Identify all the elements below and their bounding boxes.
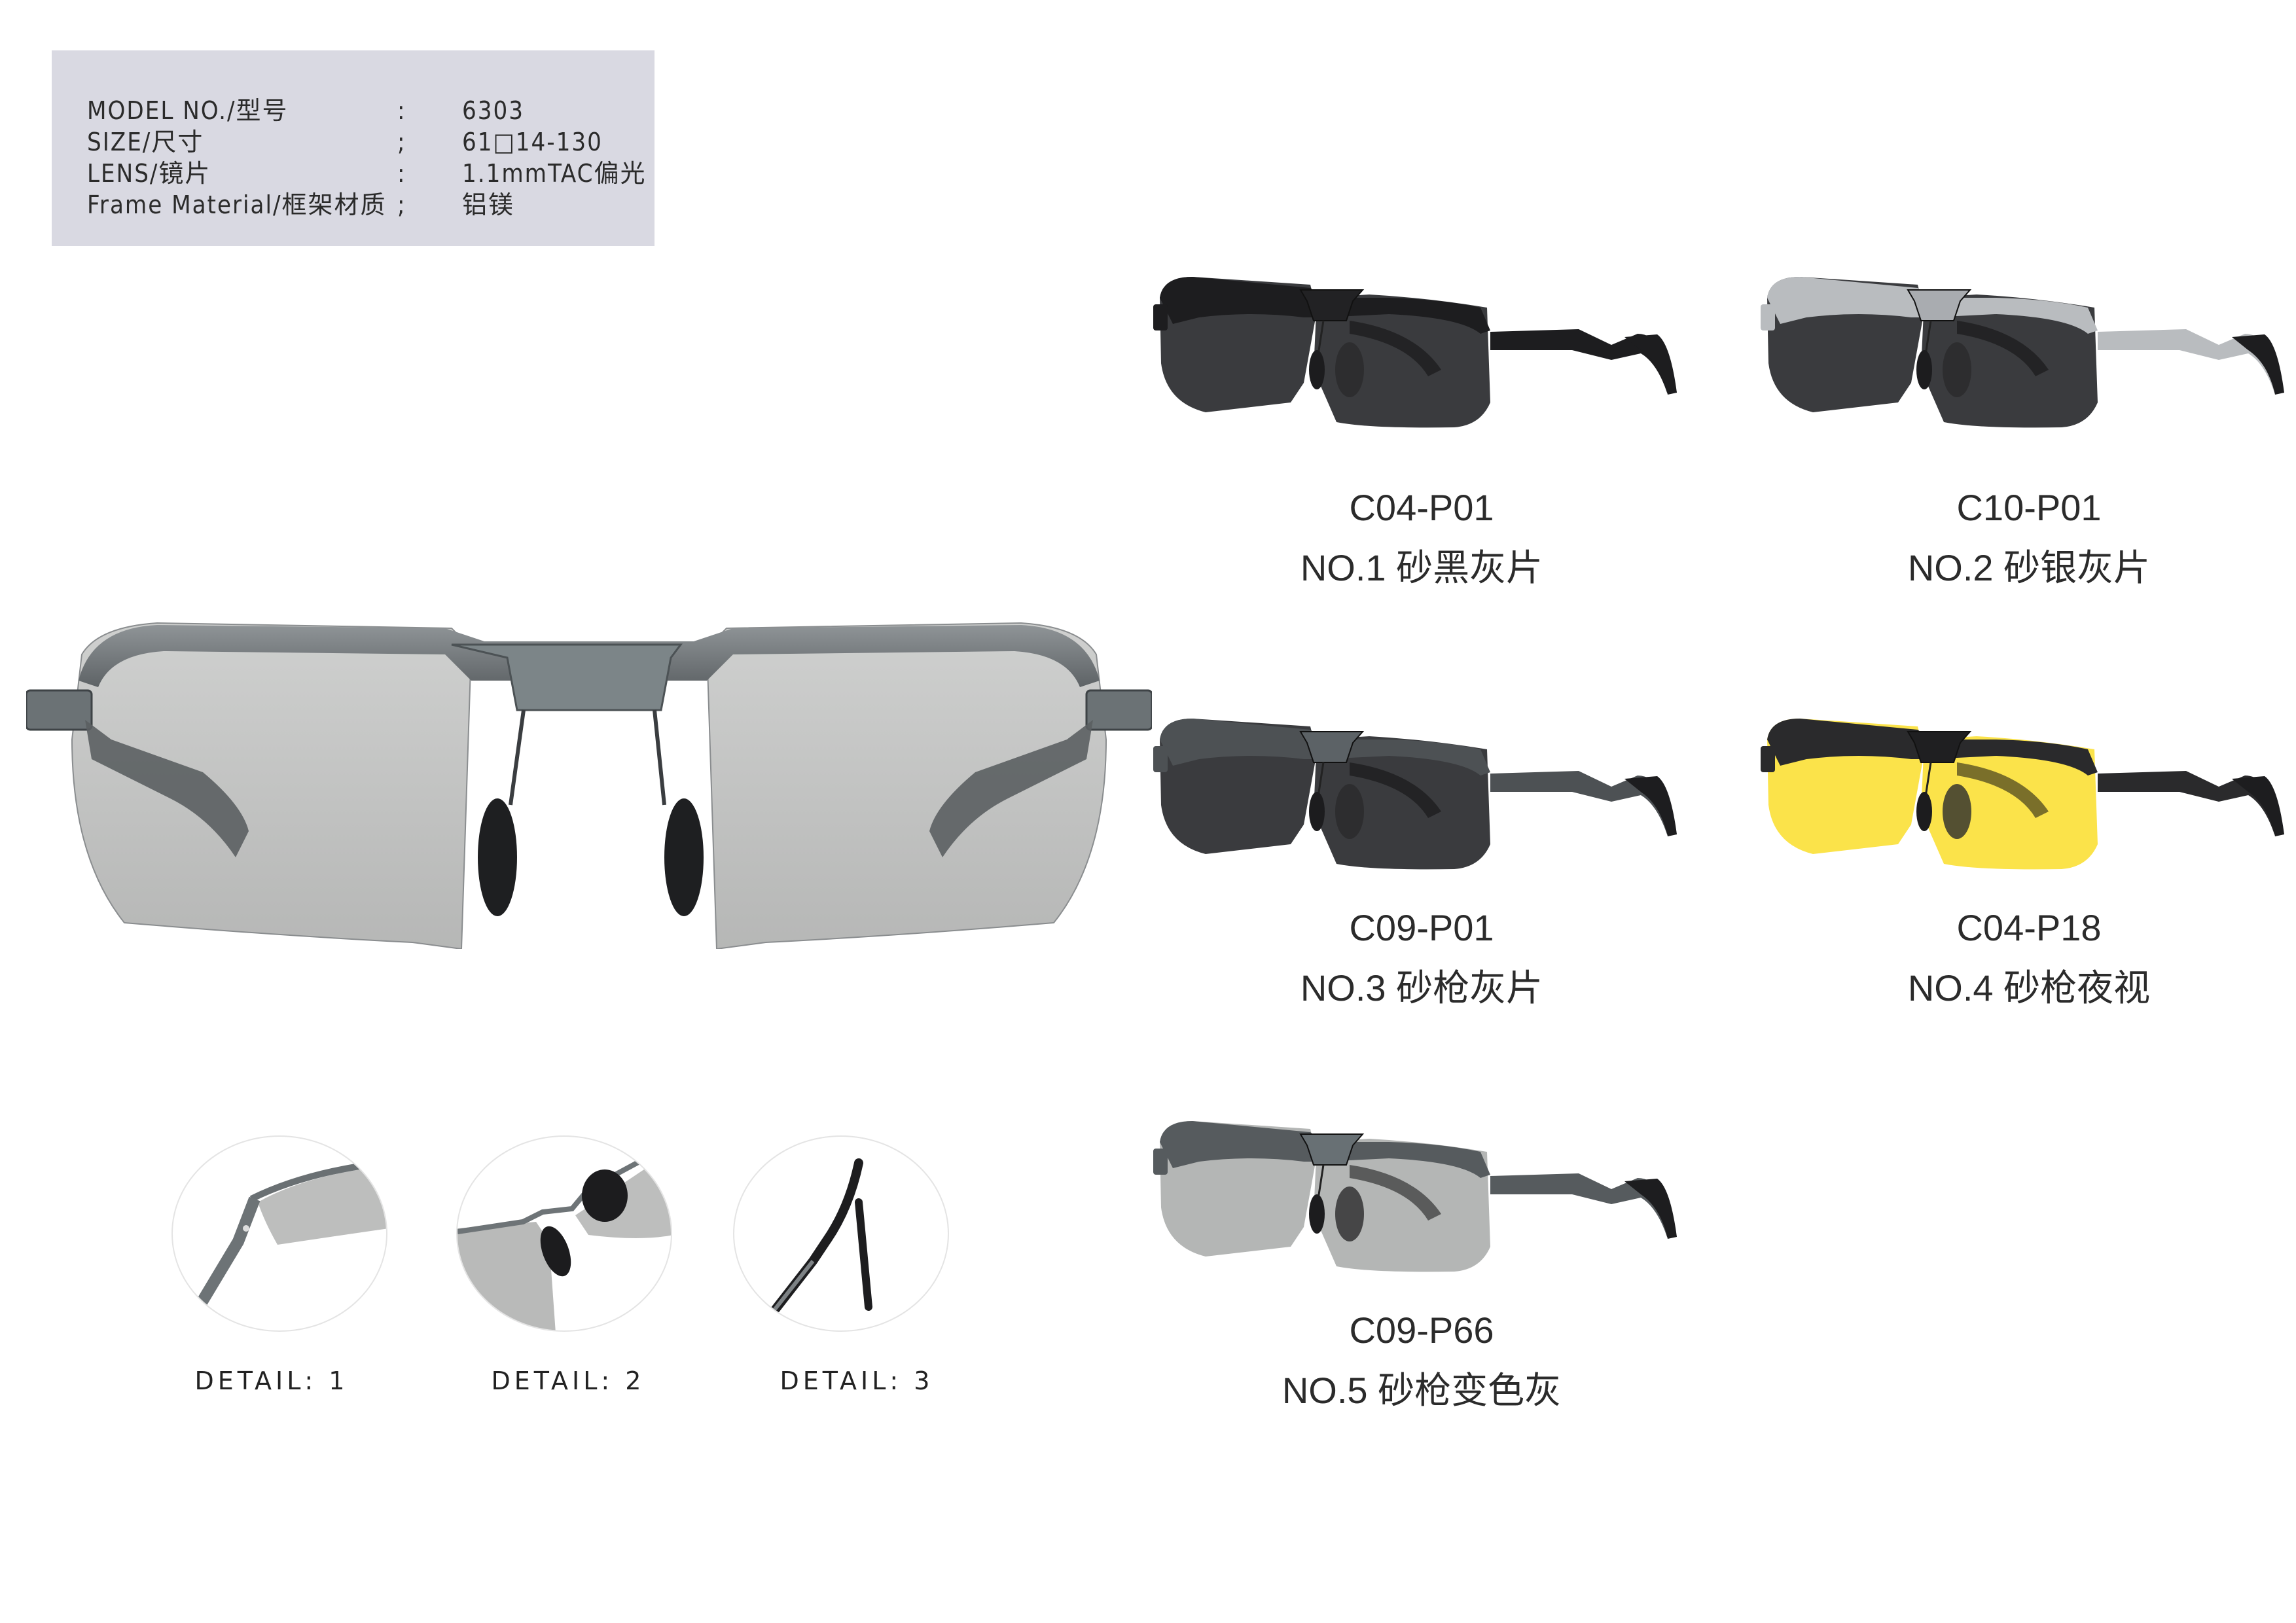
detail-1-image xyxy=(171,1135,387,1332)
nose-pad-closeup-icon xyxy=(457,1141,671,1330)
spec-value: 铝镁 xyxy=(462,190,515,219)
hinge-closeup-icon xyxy=(194,1160,386,1310)
variant-card-c09-p01[interactable]: C09-P01 NO.3 砂枪灰片 xyxy=(1153,713,1690,1014)
spec-value: 6303 xyxy=(462,96,524,125)
spec-label: Frame Material/框架材质 xyxy=(87,190,387,219)
main-product-image xyxy=(25,609,1153,950)
detail-3-image xyxy=(733,1135,949,1332)
sunglasses-side-icon xyxy=(1761,277,2284,428)
spec-separator: : xyxy=(397,96,406,125)
spec-value: 61□14-130 xyxy=(462,128,603,156)
sunglasses-side-icon xyxy=(1761,719,2284,870)
spec-label: MODEL NO./型号 xyxy=(87,96,289,125)
spec-sheet: MODEL NO./型号 : 6303 SIZE/尺寸 ; 61□14-130 … xyxy=(52,50,655,246)
sunglasses-side-icon xyxy=(1153,719,1677,870)
variant-code: C10-P01 xyxy=(1956,487,2102,528)
sunglasses-side-icon xyxy=(1153,277,1677,428)
variant-code: C04-P18 xyxy=(1956,907,2102,948)
spec-label: LENS/镜片 xyxy=(87,159,211,188)
variant-card-c04-p18[interactable]: C04-P18 NO.4 砂枪夜视 xyxy=(1761,713,2296,1014)
spec-separator: ; xyxy=(397,128,406,156)
variant-code: C09-P66 xyxy=(1349,1310,1494,1351)
variant-card-c09-p66[interactable]: C09-P66 NO.5 砂枪变色灰 xyxy=(1153,1116,1690,1417)
sunglasses-front-icon xyxy=(25,622,1153,950)
temple-tip-closeup-icon xyxy=(762,1158,872,1325)
sunglasses-side-icon xyxy=(1153,1121,1677,1272)
spec-label: SIZE/尺寸 xyxy=(87,128,204,156)
variant-card-c04-p01[interactable]: C04-P01 NO.1 砂黑灰片 xyxy=(1153,272,1690,588)
variant-name: NO.4 砂枪夜视 xyxy=(1907,967,2151,1008)
detail-3-label: DETAIL: 3 xyxy=(780,1366,934,1395)
spec-separator: ; xyxy=(397,190,406,219)
variant-name: NO.1 砂黑灰片 xyxy=(1300,547,1543,588)
variant-name: NO.2 砂银灰片 xyxy=(1907,547,2151,588)
spec-value: 1.1mmTAC偏光 xyxy=(462,159,647,188)
variant-code: C09-P01 xyxy=(1349,907,1494,948)
variant-name: NO.5 砂枪变色灰 xyxy=(1282,1370,1562,1411)
variant-card-c10-p01[interactable]: C10-P01 NO.2 砂银灰片 xyxy=(1761,272,2296,588)
variant-name: NO.3 砂枪灰片 xyxy=(1300,967,1543,1008)
variant-code: C04-P01 xyxy=(1349,487,1494,528)
detail-2-label: DETAIL: 2 xyxy=(491,1366,645,1395)
detail-1-label: DETAIL: 1 xyxy=(194,1366,349,1395)
spec-separator: : xyxy=(397,159,406,188)
detail-2-image xyxy=(456,1135,672,1332)
